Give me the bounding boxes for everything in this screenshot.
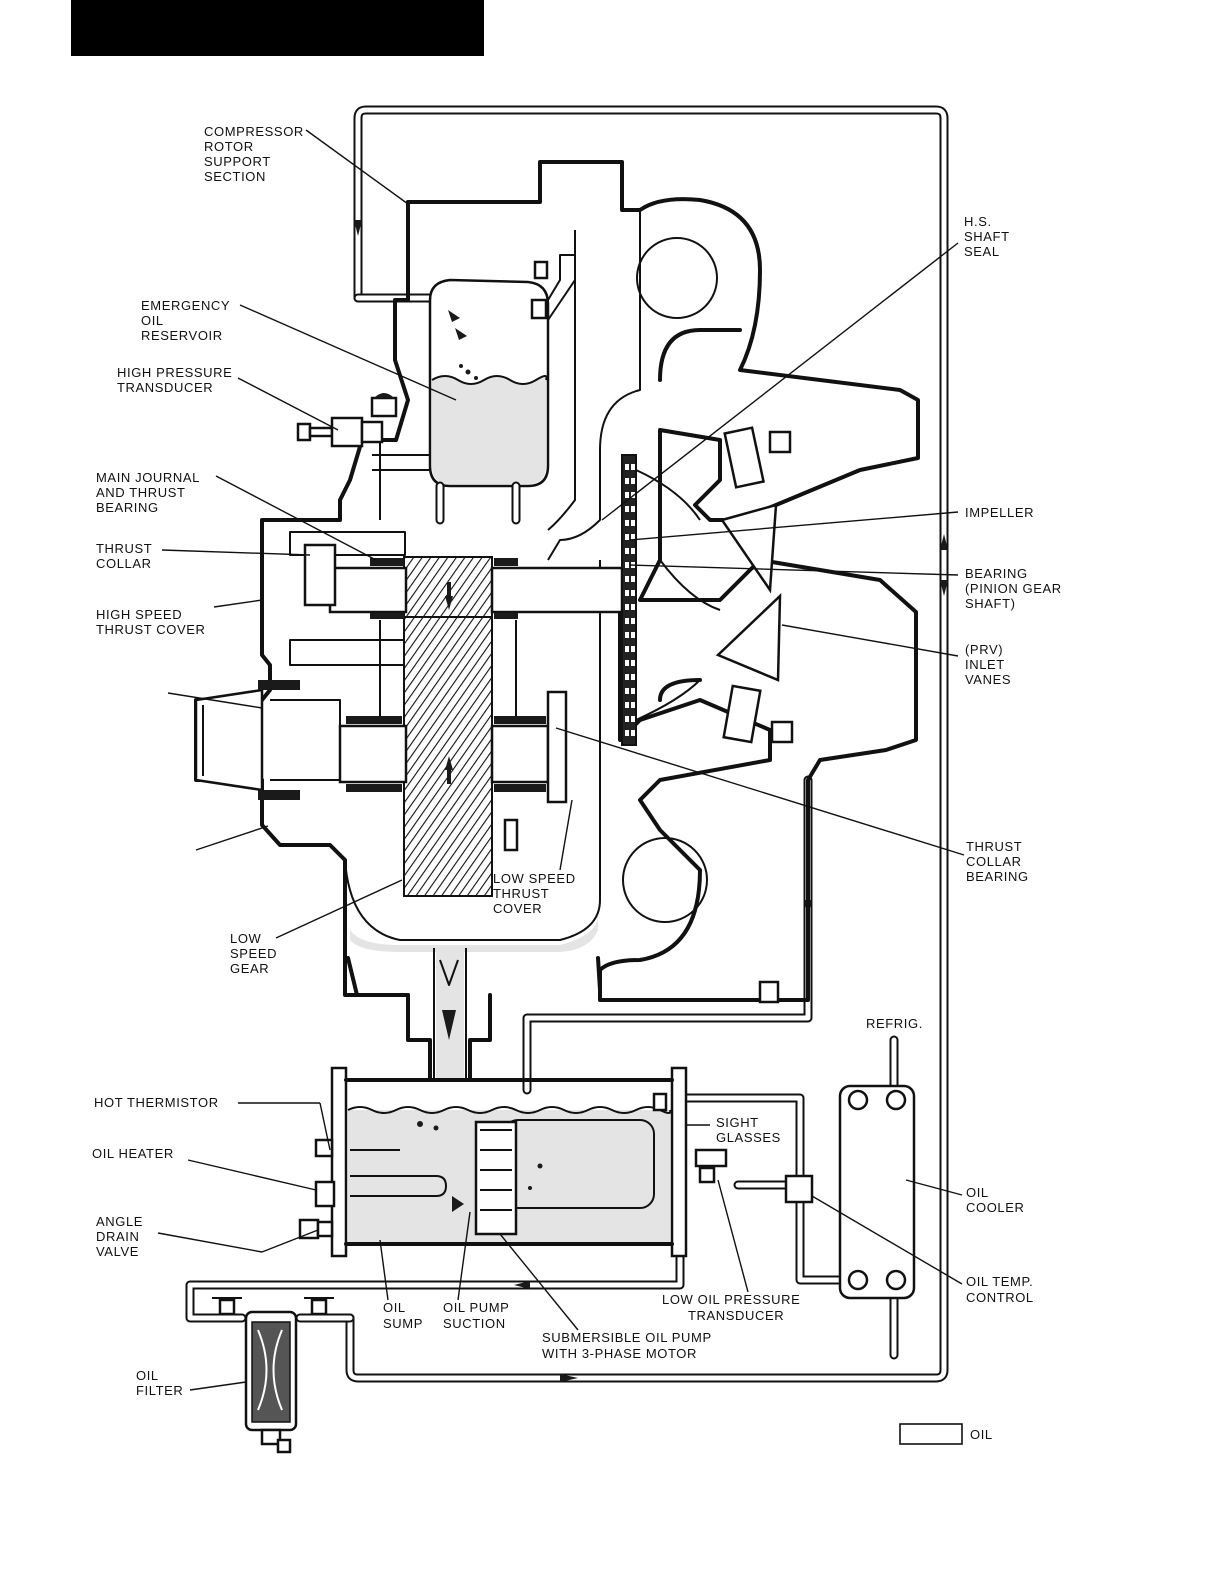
low-speed-shaft [258, 620, 568, 852]
sump-drain-pipe [406, 948, 492, 1082]
emergency-oil-reservoir [372, 254, 576, 525]
oil-cooler [784, 1084, 916, 1300]
label-refrig: REFRIG. [866, 1016, 923, 1031]
low-speed-gear [403, 615, 493, 897]
label-impeller: IMPELLER [965, 505, 1034, 520]
label-hs-shaft-seal: H.S. SHAFT SEAL [964, 214, 1014, 259]
legend-oil-label: OIL [970, 1427, 993, 1442]
label-oil-heater: OIL HEATER [92, 1146, 174, 1161]
label-low-oil-pressure-transducer: LOW OIL PRESSURE TRANSDUCER [662, 1292, 805, 1323]
label-oil-pump-suction: OIL PUMP SUCTION [443, 1300, 513, 1331]
label-main-journal-thrust-bearing: MAIN JOURNAL AND THRUST BEARING [96, 470, 204, 515]
high-pressure-transducer [296, 393, 398, 448]
legend-oil-swatch [899, 1423, 963, 1445]
gear-sump-oil [350, 915, 598, 952]
pinion-gear [403, 556, 493, 618]
return-line-valve [758, 980, 780, 1004]
compressor-housing [194, 160, 920, 1002]
oil-filter-unit [212, 1297, 334, 1454]
label-angle-drain-valve: ANGLE DRAIN VALVE [96, 1214, 147, 1259]
legend: OIL [899, 1423, 993, 1445]
label-oil-filter: OIL FILTER [136, 1368, 183, 1398]
label-high-pressure-transducer: HIGH PRESSURE TRANSDUCER [117, 365, 237, 395]
label-oil-temp-control: OIL TEMP. CONTROL [966, 1274, 1038, 1305]
label-emergency-oil-reservoir: EMERGENCY OIL RESERVOIR [141, 298, 234, 343]
label-oil-sump: OIL SUMP [383, 1300, 423, 1331]
header-bar [71, 0, 484, 56]
label-low-speed-thrust-cover: LOW SPEED THRUST COVER [493, 871, 580, 916]
label-bearing-pinion: BEARING (PINION GEAR SHAFT) [965, 566, 1066, 611]
label-prv-inlet-vanes: (PRV) INLET VANES [965, 642, 1011, 687]
label-compressor-rotor-support: COMPRESSOR ROTOR SUPPORT SECTION [204, 124, 308, 184]
impeller-disc [621, 454, 701, 746]
prv-inlet-vanes [715, 426, 794, 744]
label-oil-cooler: OIL COOLER [966, 1185, 1025, 1215]
labels: COMPRESSOR ROTOR SUPPORT SECTION EMERGEN… [92, 124, 1066, 1398]
label-hot-thermistor: HOT THERMISTOR [94, 1095, 219, 1110]
label-thrust-collar: THRUST COLLAR [96, 541, 156, 571]
oil-sump-tank [298, 1066, 728, 1258]
leader-lines [157, 129, 965, 1391]
label-sight-glasses: SIGHT GLASSES [716, 1115, 781, 1145]
label-high-speed-thrust-cover: HIGH SPEED THRUST COVER [96, 607, 206, 637]
label-thrust-collar-bearing: THRUST COLLAR BEARING [966, 839, 1029, 884]
label-submersible-oil-pump: SUBMERSIBLE OIL PUMP WITH 3-PHASE MOTOR [542, 1330, 716, 1361]
label-low-speed-gear: LOW SPEED GEAR [230, 931, 281, 976]
